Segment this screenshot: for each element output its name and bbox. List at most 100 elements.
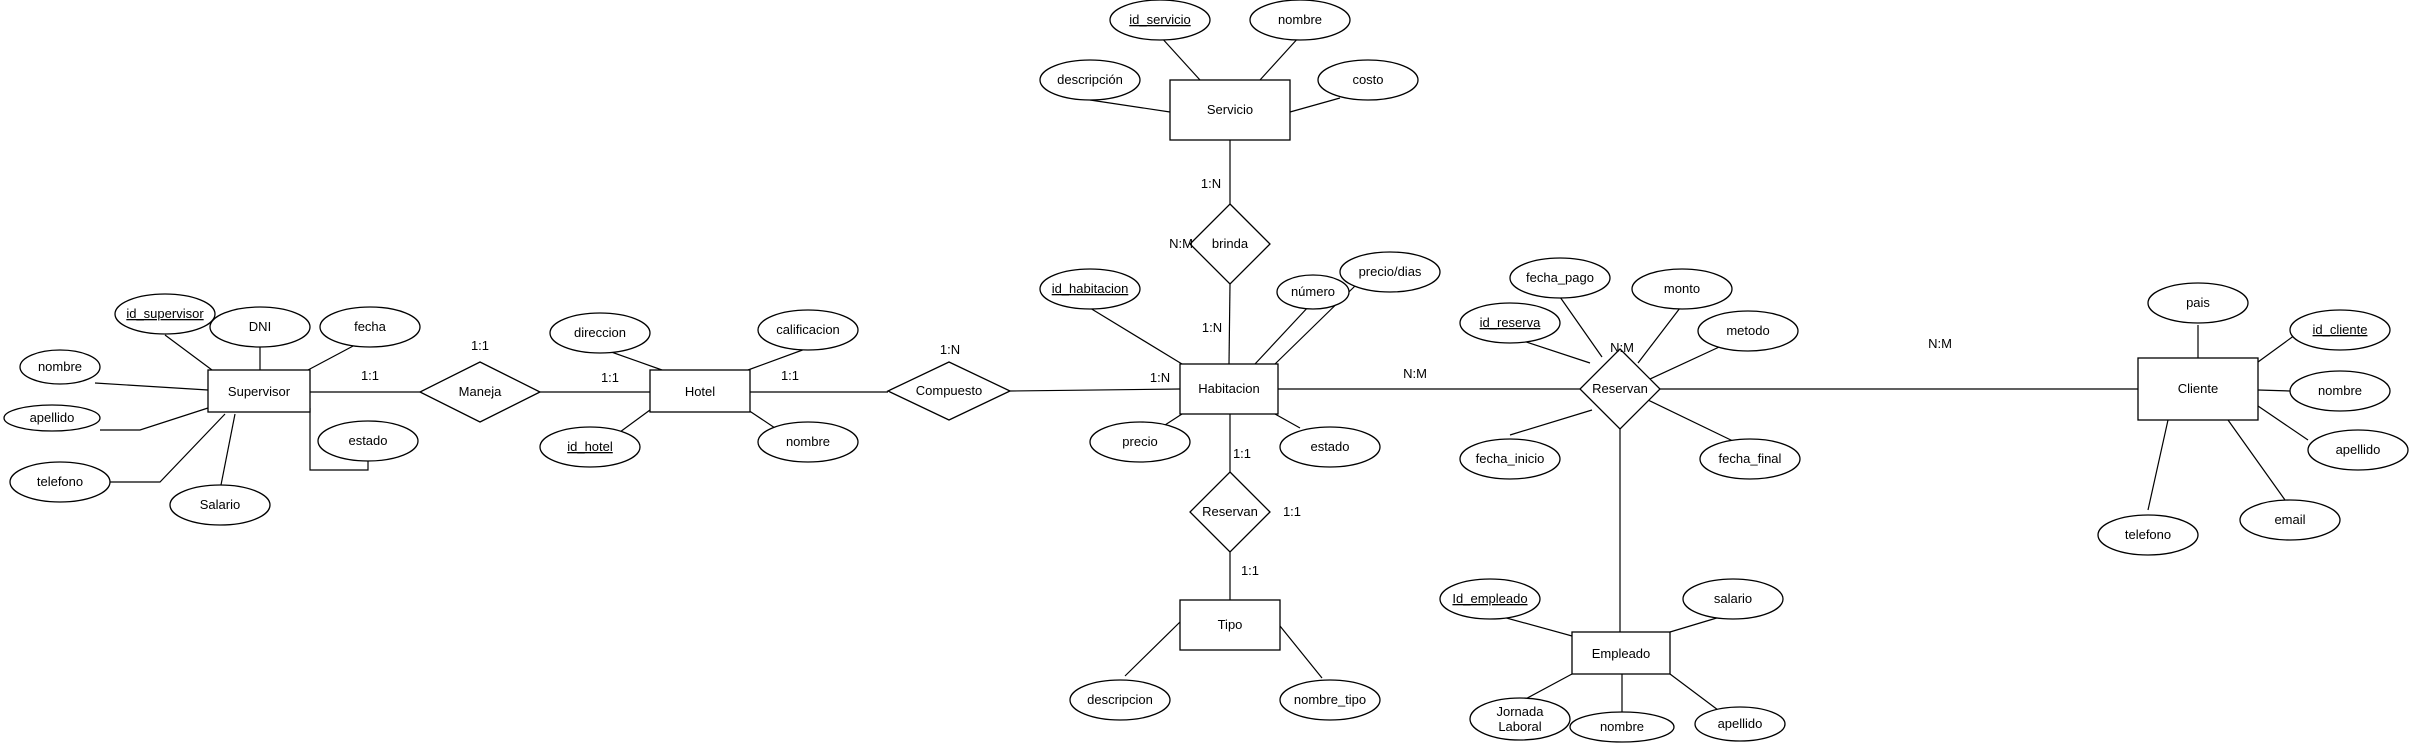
entity-cliente[interactable]: Cliente (2137, 357, 2259, 421)
attribute-direccion[interactable]: direccion (549, 312, 651, 354)
attribute-fecha[interactable]: fecha (319, 306, 421, 348)
cardinality-label: 1:1 (1283, 504, 1301, 519)
attribute-label: monto (1664, 281, 1700, 296)
attribute-serv-descripcion[interactable]: descripción (1039, 59, 1141, 101)
entity-hotel[interactable]: Hotel (649, 369, 751, 413)
attribute-label: estado (348, 433, 387, 448)
attribute-hotel-nombre[interactable]: nombre (757, 421, 859, 463)
attribute-id-habitacion[interactable]: id_habitacion (1039, 268, 1141, 310)
cardinality-label: 1:N (1150, 370, 1170, 385)
attribute-label: id_habitacion (1052, 281, 1129, 296)
attribute-id-supervisor[interactable]: id_supervisor (114, 293, 216, 335)
attribute-email[interactable]: email (2239, 499, 2341, 541)
attribute-monto[interactable]: monto (1631, 268, 1733, 310)
relationship-maneja[interactable]: Maneja (418, 361, 542, 423)
attribute-serv-nombre[interactable]: nombre (1249, 0, 1351, 41)
relationship-reservan[interactable]: Reservan (1579, 348, 1661, 430)
attribute-precio-dias[interactable]: precio/dias (1339, 251, 1441, 293)
edge-cliente-apellido (2257, 405, 2309, 441)
attribute-label: nombre (38, 359, 82, 374)
entity-label: Cliente (2178, 381, 2218, 396)
attribute-label: id_servicio (1129, 12, 1190, 27)
entity-label: Supervisor (228, 384, 291, 399)
attribute-label: apellido (30, 410, 75, 425)
cardinality-label: 1:1 (781, 368, 799, 383)
entity-servicio[interactable]: Servicio (1169, 79, 1291, 141)
edge-cliente-idcliente (2257, 334, 2296, 363)
cardinality-label: N:M (1610, 340, 1634, 355)
attribute-metodo[interactable]: metodo (1697, 310, 1799, 352)
attribute-salario-sup[interactable]: Salario (169, 484, 271, 526)
relationship-label: brinda (1212, 236, 1249, 251)
attribute-label: descripcion (1087, 692, 1153, 707)
entity-label: Empleado (1592, 646, 1651, 661)
entity-habitacion[interactable]: Habitacion (1179, 363, 1279, 415)
entity-empleado[interactable]: Empleado (1571, 631, 1671, 675)
attribute-label: apellido (2336, 442, 2381, 457)
edge-supervisor-id (164, 334, 213, 371)
attribute-id-reserva[interactable]: id_reserva (1459, 302, 1561, 344)
attribute-label: telefono (2125, 527, 2171, 542)
relationship-label: Compuesto (916, 383, 982, 398)
edge-supervisor-estado (309, 408, 369, 471)
attribute-label: Id_empleado (1452, 591, 1527, 606)
cardinality-label: 1:N (1202, 320, 1222, 335)
attribute-fecha-inicio[interactable]: fecha_inicio (1459, 438, 1561, 480)
attribute-emp-apellido[interactable]: apellido (1694, 706, 1786, 742)
attribute-label: nombre (1600, 719, 1644, 734)
attribute-label: Laboral (1498, 719, 1541, 734)
attribute-label: Salario (200, 497, 240, 512)
entity-tipo[interactable]: Tipo (1179, 599, 1281, 651)
entity-supervisor[interactable]: Supervisor (207, 369, 311, 413)
relationship-compuesto[interactable]: Compuesto (886, 361, 1012, 421)
edge-supervisor-salario (219, 413, 236, 491)
attribute-cli-telefono[interactable]: telefono (2097, 514, 2199, 556)
entity-label: Tipo (1218, 617, 1243, 632)
attribute-cli-apellido[interactable]: apellido (2307, 429, 2409, 471)
attribute-calificacion[interactable]: calificacion (757, 309, 859, 351)
attribute-label: precio/dias (1359, 264, 1422, 279)
attribute-nombre-tipo[interactable]: nombre_tipo (1279, 679, 1381, 721)
attribute-label: Jornada (1497, 704, 1545, 719)
attribute-pais[interactable]: pais (2147, 282, 2249, 324)
attribute-label: apellido (1718, 716, 1763, 731)
attribute-label: precio (1122, 434, 1157, 449)
attribute-label: metodo (1726, 323, 1769, 338)
edge-empleado-jornada (1519, 673, 1573, 703)
attribute-estado-sup[interactable]: estado (317, 420, 419, 462)
attribute-id-servicio[interactable]: id_servicio (1109, 0, 1211, 41)
attribute-numero[interactable]: número (1276, 274, 1350, 310)
attribute-precio[interactable]: precio (1089, 421, 1191, 463)
attribute-jornada-laboral[interactable]: Jornada Laboral (1469, 697, 1571, 741)
attribute-emp-salario[interactable]: salario (1682, 578, 1784, 620)
connectors (94, 35, 2309, 712)
attribute-hab-estado[interactable]: estado (1279, 426, 1381, 468)
cardinality-label: 1:1 (361, 368, 379, 383)
edge-cliente-telefono (2147, 419, 2169, 511)
relationship-brinda[interactable]: brinda (1189, 203, 1271, 285)
attribute-sup-telefono[interactable]: telefono (9, 461, 111, 503)
edge-hab-precio (1164, 413, 1183, 426)
attribute-sup-nombre[interactable]: nombre (19, 349, 101, 385)
attribute-tipo-descripcion[interactable]: descripcion (1069, 679, 1171, 721)
attribute-label: número (1291, 284, 1335, 299)
attribute-sup-apellido[interactable]: apellido (3, 404, 101, 432)
attribute-id-cliente[interactable]: id_cliente (2289, 309, 2391, 351)
edge-reservan-fechainicio (1509, 409, 1593, 436)
edge-servicio-costo (1289, 97, 1341, 113)
attribute-fecha-final[interactable]: fecha_final (1699, 438, 1801, 480)
edge-cliente-email (2227, 419, 2286, 501)
edge-hotel-calificacion (747, 347, 809, 371)
attribute-dni[interactable]: DNI (209, 306, 311, 348)
attribute-costo[interactable]: costo (1317, 59, 1419, 101)
cardinality-label: 1:1 (1233, 446, 1251, 461)
attribute-fecha-pago[interactable]: fecha_pago (1509, 257, 1611, 299)
relationship-reservan-tipo[interactable]: Reservan (1189, 471, 1271, 553)
cardinality-label: 1:N (1201, 176, 1221, 191)
attribute-emp-nombre[interactable]: nombre (1569, 711, 1675, 743)
attribute-id-empleado[interactable]: Id_empleado (1439, 578, 1541, 620)
attribute-cli-nombre[interactable]: nombre (2289, 370, 2391, 412)
attribute-label: direccion (574, 325, 626, 340)
attribute-id-hotel[interactable]: id_hotel (539, 426, 641, 468)
edge-hotel-idhotel (619, 409, 651, 433)
